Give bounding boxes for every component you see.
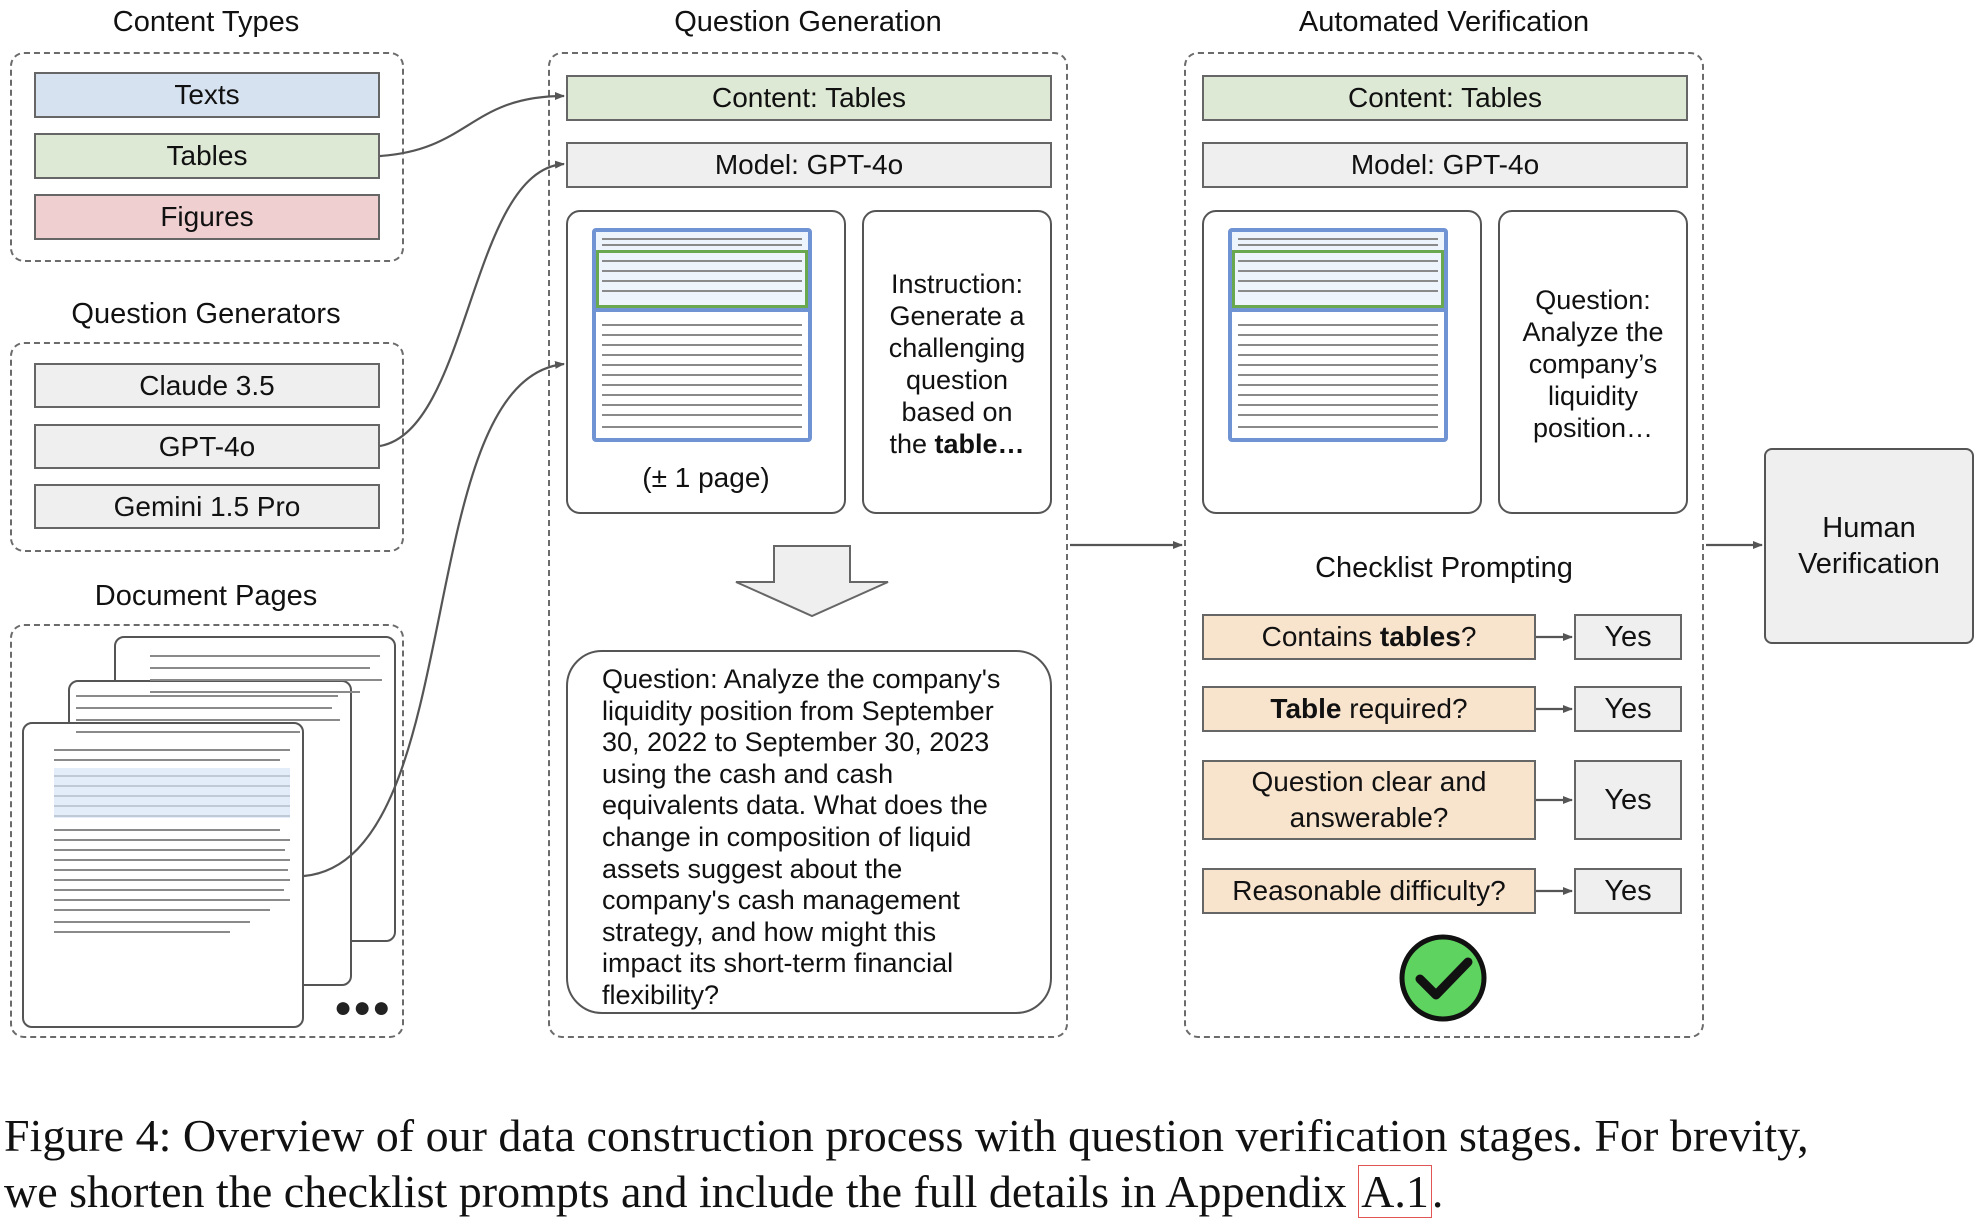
check-reasonable-difficulty: Reasonable difficulty?: [1202, 868, 1536, 914]
instruction-line-1: Instruction:: [890, 269, 1024, 299]
content-types-title: Content Types: [112, 6, 300, 38]
automated-verification-panel: [1184, 52, 1704, 1038]
caption-line-1: Figure 4: Overview of our data construct…: [4, 1110, 1809, 1161]
instruction-line-3: challenging: [888, 333, 1026, 363]
instruction-line-5: based on: [901, 397, 1013, 427]
question-generators-title: Question Generators: [71, 298, 341, 330]
check-1-post: ?: [1460, 621, 1477, 652]
check-question-clear: Question clear and answerable?: [1202, 760, 1536, 840]
instruction-bold: table…: [934, 429, 1025, 459]
content-type-tables: Tables: [34, 133, 380, 179]
check-3-answer: Yes: [1574, 760, 1682, 840]
qg-instruction-card: Instruction: Generate a challenging ques…: [862, 210, 1052, 514]
check-table-required: Table required?: [1202, 686, 1536, 732]
av-question-line-1: Question:: [1535, 285, 1651, 315]
av-document-thumbnail: [1228, 228, 1448, 442]
generator-gemini: Gemini 1.5 Pro: [34, 484, 380, 529]
check-2-answer: Yes: [1574, 686, 1682, 732]
more-pages-icon: ●●●: [334, 991, 392, 1024]
caption-line-2-end: .: [1431, 1166, 1444, 1217]
instruction-line-6: the table…: [864, 428, 1050, 460]
instruction-prefix: the: [889, 429, 935, 459]
check-4-pre: Reasonable difficulty?: [1232, 875, 1506, 906]
check-1-bold: tables: [1379, 621, 1461, 652]
automated-verification-title: Automated Verification: [1298, 6, 1590, 38]
qg-content-label: Content: Tables: [566, 75, 1052, 121]
human-verification-box: Human Verification: [1764, 448, 1974, 644]
av-question-card: Question: Analyze the company’s liquidit…: [1498, 210, 1688, 514]
caption-line-2: we shorten the checklist prompts and inc…: [4, 1164, 1980, 1220]
caption-line-2-text: we shorten the checklist prompts and inc…: [4, 1166, 1359, 1217]
check-2-bold: Table: [1270, 693, 1342, 724]
qg-model-label: Model: GPT-4o: [566, 142, 1052, 188]
generator-claude: Claude 3.5: [34, 363, 380, 408]
av-question-line-2: Analyze the: [1522, 317, 1664, 347]
document-page-front: [22, 722, 304, 1028]
qg-document-thumbnail: [592, 228, 812, 442]
check-1-pre: Contains: [1261, 621, 1380, 652]
question-generation-title: Question Generation: [674, 6, 942, 38]
check-2-post: required?: [1341, 693, 1468, 724]
checklist-title: Checklist Prompting: [1315, 552, 1573, 584]
human-verification-line-2: Verification: [1798, 548, 1940, 580]
av-question-line-5: position…: [1532, 413, 1654, 443]
check-contains-tables: Contains tables?: [1202, 614, 1536, 660]
av-question-line-3: company’s: [1528, 349, 1658, 379]
instruction-line-4: question: [905, 365, 1009, 395]
check-1-answer: Yes: [1574, 614, 1682, 660]
check-3-pre: Question clear and answerable?: [1251, 766, 1487, 833]
appendix-link[interactable]: A.1: [1358, 1165, 1432, 1218]
instruction-line-2: Generate a: [889, 301, 1025, 331]
generator-gpt4o: GPT-4o: [34, 424, 380, 469]
qg-page-range: (± 1 page): [642, 462, 770, 493]
content-type-texts: Texts: [34, 72, 380, 118]
av-content-label: Content: Tables: [1202, 75, 1688, 121]
document-pages-title: Document Pages: [94, 580, 318, 612]
figure-caption: Figure 4: Overview of our data construct…: [4, 1108, 1980, 1220]
av-model-label: Model: GPT-4o: [1202, 142, 1688, 188]
av-question-line-4: liquidity: [1547, 381, 1639, 411]
qg-question-card: Question: Analyze the company's liquidit…: [566, 650, 1052, 1014]
content-type-figures: Figures: [34, 194, 380, 240]
human-verification-line-1: Human: [1822, 512, 1916, 544]
check-4-answer: Yes: [1574, 868, 1682, 914]
